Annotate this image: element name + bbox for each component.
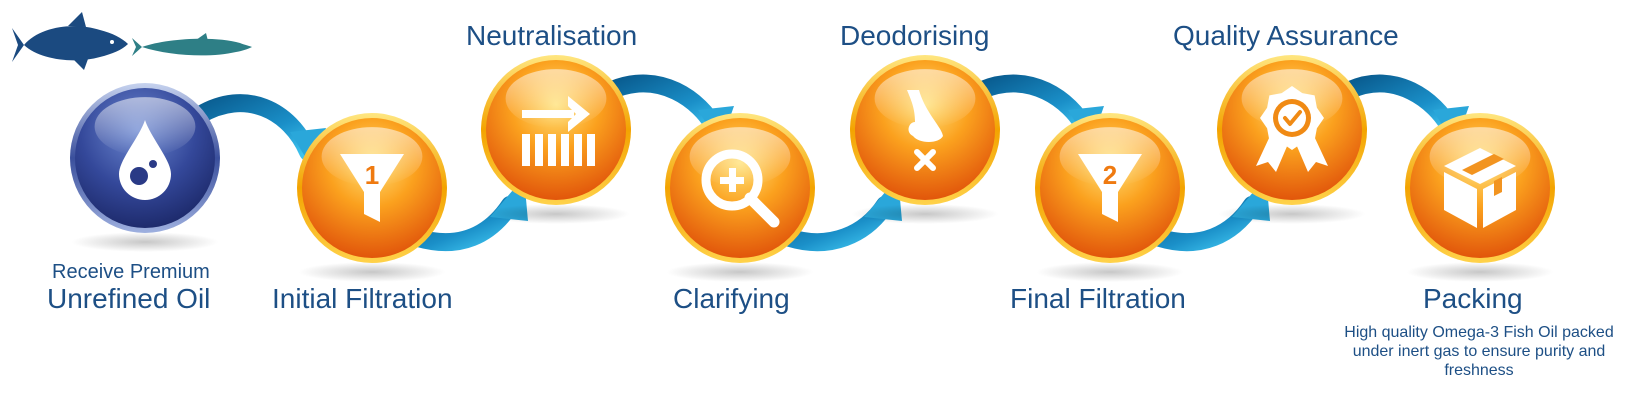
receive-label-line2: Unrefined Oil — [47, 283, 211, 314]
packing-note: High quality Omega-3 Fish Oil packed und… — [1344, 324, 1614, 379]
initial-filtration-label: Initial Filtration — [272, 283, 453, 314]
step-clarifying — [665, 113, 815, 282]
step-deodorising — [850, 55, 1000, 224]
quality-assurance-label: Quality Assurance — [1173, 20, 1399, 51]
deodorising-label: Deodorising — [840, 20, 990, 51]
arrow-bars-icon — [522, 96, 595, 166]
funnel-2-icon: 2 — [1078, 154, 1142, 222]
step-neutralisation — [481, 55, 631, 224]
oil-drop-icon — [119, 120, 171, 200]
box-icon — [1444, 148, 1516, 228]
receive-label-line1: Receive Premium — [52, 261, 210, 283]
step-initial-filtration: 1 — [297, 113, 447, 282]
final-filtration-label: Final Filtration — [1010, 283, 1186, 314]
funnel-digit: 1 — [365, 160, 379, 190]
step-packing — [1405, 113, 1555, 282]
funnel-1-icon: 1 — [340, 154, 404, 222]
step-final-filtration: 2 — [1035, 113, 1185, 282]
nose-x-icon — [907, 90, 943, 171]
magnifier-plus-icon — [701, 149, 780, 228]
step-quality-assurance — [1217, 55, 1367, 224]
tuna-fish-icon — [12, 12, 128, 70]
clarifying-label: Clarifying — [673, 283, 790, 314]
award-badge-icon — [1256, 86, 1328, 172]
packing-label: Packing — [1423, 283, 1523, 314]
neutralisation-label: Neutralisation — [466, 20, 638, 51]
mackerel-fish-icon — [132, 33, 252, 56]
step-receive — [70, 83, 220, 252]
funnel-digit: 2 — [1103, 160, 1117, 190]
